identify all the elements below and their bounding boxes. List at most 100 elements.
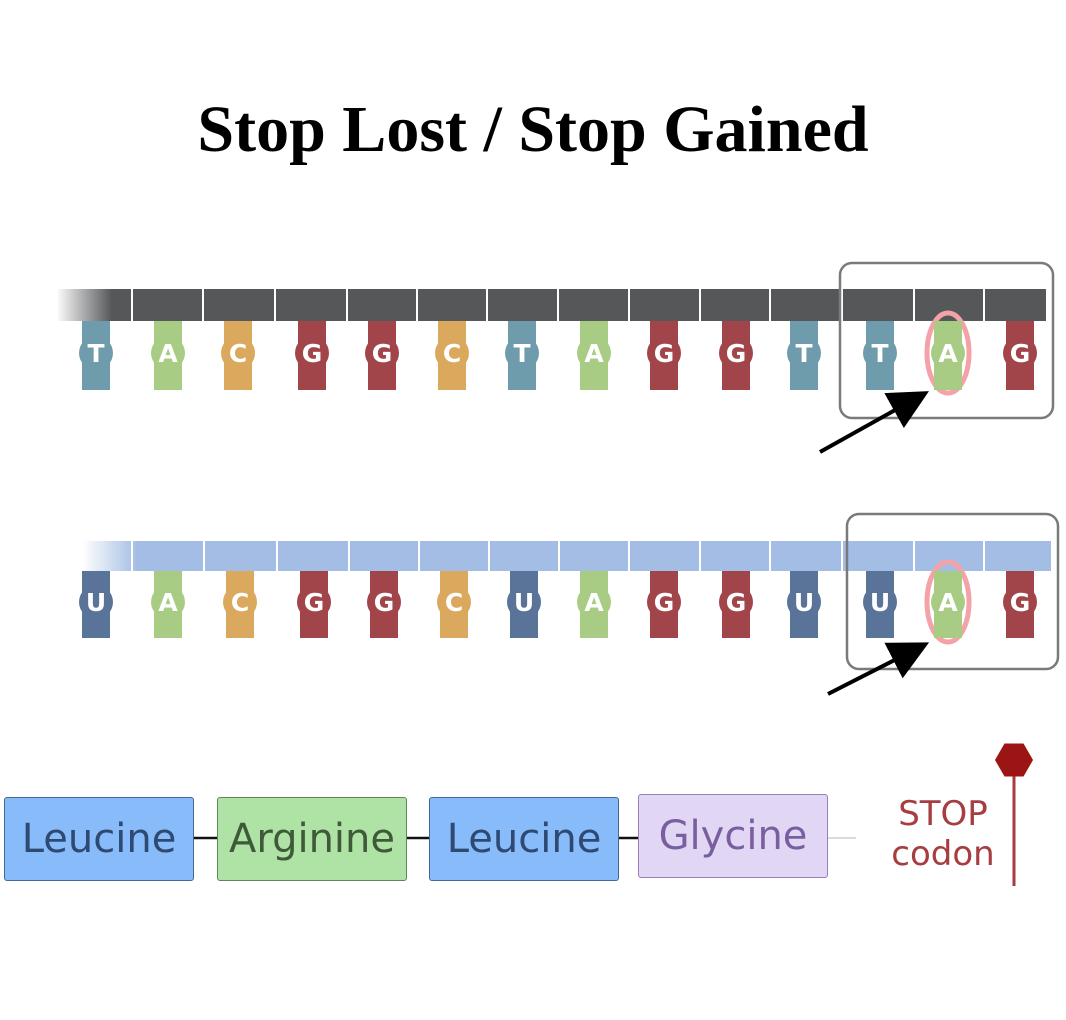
backbone-segment — [560, 541, 628, 571]
base-circle — [787, 336, 821, 370]
amino-acid-box: Arginine — [217, 797, 407, 881]
mutation-arrow-icon — [827, 642, 930, 696]
base-G: G — [719, 571, 753, 638]
base-circle — [577, 336, 611, 370]
stop-codon-box — [845, 512, 1060, 671]
base-letter: C — [229, 339, 247, 368]
base-circle — [863, 336, 897, 370]
backbone-segment — [843, 541, 913, 571]
base-T: T — [863, 321, 897, 390]
base-circle — [297, 585, 331, 619]
backbone-segment — [133, 289, 202, 321]
base-G: G — [719, 321, 753, 390]
base-T: T — [505, 321, 539, 390]
backbone-segment — [701, 541, 769, 571]
stop-codon-label: STOP codon — [880, 794, 1006, 874]
base-circle — [719, 585, 753, 619]
base-circle — [435, 336, 469, 370]
base-letter: T — [871, 339, 888, 368]
base-circle — [931, 585, 965, 619]
base-G: G — [647, 571, 681, 638]
amino-acid-box: Leucine — [429, 797, 619, 881]
backbone-segment — [420, 541, 488, 571]
base-letter: T — [795, 339, 812, 368]
base-circle — [437, 585, 471, 619]
amino-acid-box: Glycine — [638, 794, 828, 878]
base-circle — [1003, 336, 1037, 370]
stop-codon-box — [838, 261, 1055, 420]
strand-fade — [82, 540, 138, 572]
backbone-segment — [771, 289, 841, 321]
base-circle — [787, 585, 821, 619]
backbone-segment — [488, 289, 557, 321]
base-circle — [151, 336, 185, 370]
base-circle — [931, 336, 965, 370]
base-circle — [365, 336, 399, 370]
strand-fade — [56, 288, 112, 322]
stop-sign-icon — [995, 743, 1033, 777]
base-letter: U — [86, 588, 106, 617]
backbone-segment — [630, 289, 699, 321]
base-circle — [647, 336, 681, 370]
base-letter: G — [1010, 339, 1031, 368]
base-letter: T — [87, 339, 104, 368]
base-G: G — [647, 321, 681, 390]
base-G: G — [365, 321, 399, 390]
base-C: C — [437, 571, 471, 638]
base-circle — [647, 585, 681, 619]
base-circle — [223, 585, 257, 619]
backbone-segment — [490, 541, 558, 571]
base-G: G — [1003, 321, 1037, 390]
base-U: U — [507, 571, 541, 638]
base-letter: C — [231, 588, 249, 617]
base-letter: G — [654, 588, 675, 617]
base-G: G — [295, 321, 329, 390]
base-U: U — [863, 571, 897, 638]
backbone-segment — [843, 289, 913, 321]
base-G: G — [367, 571, 401, 638]
base-G: G — [297, 571, 331, 638]
backbone-segment — [205, 541, 276, 571]
base-A: A — [151, 321, 185, 390]
backbone-segment — [350, 541, 418, 571]
base-C: C — [221, 321, 255, 390]
base-letter: G — [726, 588, 747, 617]
base-A: A — [151, 571, 185, 638]
base-letter: G — [726, 339, 747, 368]
base-letter: A — [584, 339, 604, 368]
base-circle — [863, 585, 897, 619]
base-letter: A — [158, 339, 178, 368]
base-letter: G — [372, 339, 393, 368]
diagram-title: Stop Lost / Stop Gained — [197, 93, 869, 166]
mutation-highlight — [924, 559, 972, 645]
stop-label-line1: STOP — [898, 794, 988, 834]
base-circle — [505, 336, 539, 370]
base-circle — [577, 585, 611, 619]
base-letter: G — [654, 339, 675, 368]
backbone-segment — [630, 541, 699, 571]
base-circle — [221, 336, 255, 370]
base-circle — [79, 585, 113, 619]
backbone-segment — [133, 541, 203, 571]
base-letter: C — [443, 339, 461, 368]
base-G: G — [1003, 571, 1037, 638]
base-C: C — [223, 571, 257, 638]
backbone-segment — [771, 541, 841, 571]
base-circle — [719, 336, 753, 370]
base-circle — [507, 585, 541, 619]
mutation-highlight — [924, 310, 972, 396]
stop-marker — [995, 743, 1033, 886]
base-letter: G — [1010, 588, 1031, 617]
base-letter: U — [870, 588, 890, 617]
backbone-segment — [915, 541, 983, 571]
base-letter: A — [584, 588, 604, 617]
base-letter: T — [513, 339, 530, 368]
base-circle — [367, 585, 401, 619]
base-letter: A — [938, 339, 958, 368]
backbone-segment — [701, 289, 769, 321]
base-circle — [151, 585, 185, 619]
base-circle — [79, 336, 113, 370]
base-letter: G — [374, 588, 395, 617]
